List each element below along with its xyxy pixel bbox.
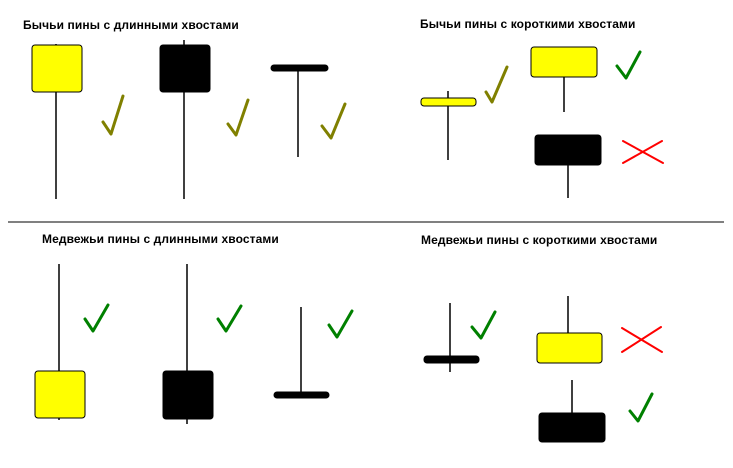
candle-bear-long-doji [273, 307, 330, 399]
candle-body [530, 46, 598, 78]
candle-bull-long-doji [270, 64, 329, 157]
candle-body [534, 134, 602, 166]
title-bull-short-tails: Бычьи пины с короткими хвостами [420, 17, 636, 31]
check-icon [101, 94, 125, 136]
candle-body [273, 391, 330, 399]
candle-bear-short-black [538, 380, 606, 443]
candle-bull-short-yellow-thin [420, 91, 477, 160]
candle-bear-short-yellow [536, 296, 603, 364]
cross-icon [621, 326, 663, 353]
candle-bull-long-yellow [31, 44, 83, 199]
check-icon [470, 310, 497, 340]
candle-body [159, 44, 211, 93]
candle-bull-long-black [159, 40, 211, 199]
candle-body [162, 370, 214, 420]
check-icon [615, 50, 642, 80]
check-icon [226, 98, 250, 137]
check-icon [83, 303, 110, 333]
candle-body [420, 97, 477, 107]
candle-body [536, 332, 603, 364]
check-icon [484, 65, 509, 104]
title-bear-long-tails: Медвежьи пины с длинными хвостами [42, 232, 279, 246]
candle-bull-short-yellow [530, 46, 598, 112]
candle-bear-long-black [162, 264, 214, 424]
check-icon [327, 309, 354, 339]
candle-body [31, 44, 83, 93]
check-icon [628, 392, 654, 423]
candle-bull-short-black [534, 134, 602, 198]
title-bear-short-tails: Медвежьи пины с короткими хвостами [421, 233, 658, 247]
candle-body [538, 412, 606, 443]
candle-body [34, 370, 86, 419]
cross-icon [622, 140, 664, 164]
title-bull-long-tails: Бычьи пины с длинными хвостами [23, 18, 239, 32]
candle-body [270, 64, 329, 72]
check-icon [216, 304, 243, 333]
check-icon [320, 102, 347, 140]
candle-body [423, 355, 480, 364]
candle-bear-short-black-thin [423, 303, 480, 372]
candle-bear-long-yellow [34, 264, 86, 420]
